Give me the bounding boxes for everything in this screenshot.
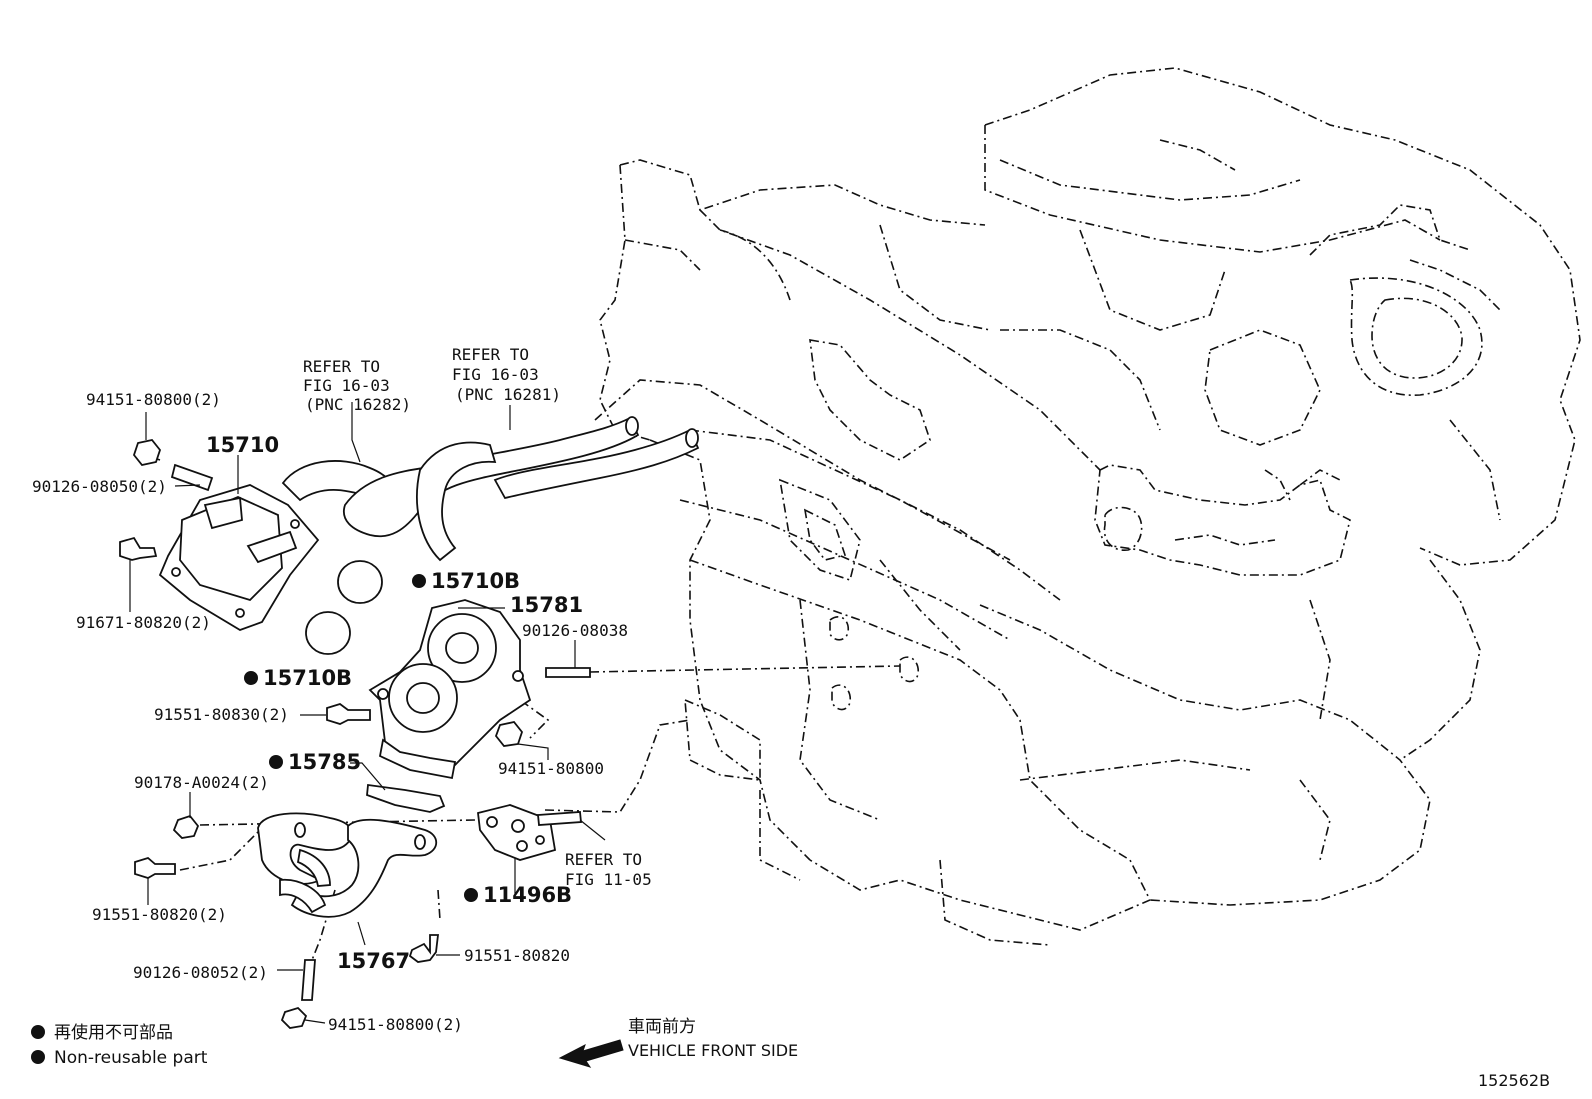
legend-jp: 再使用不可部品 [54, 1022, 173, 1043]
label-91551-80820-2: 91551-80820(2) [92, 905, 227, 924]
engine-outline [599, 67, 1581, 946]
label-94151-80800-2-bottom: 94151-80800(2) [328, 1015, 463, 1034]
non-reusable-dot-15785 [269, 755, 283, 769]
label-94151-80800-2-top: 94151-80800(2) [86, 390, 221, 409]
gasket-11496B [477, 804, 557, 861]
label-15767: 15767 [337, 949, 410, 973]
refer-16282-line2: FIG 16-03 [303, 376, 390, 395]
leader-lines [129, 402, 606, 1024]
refer-16282-line1: REFER TO [303, 357, 380, 376]
label-15710: 15710 [206, 433, 279, 457]
direction-jp: 車両前方 [628, 1017, 696, 1037]
oil-filter-bracket-15781 [368, 599, 532, 780]
non-reusable-dot-11496B [464, 888, 478, 902]
assembly-phantom-lines [144, 379, 1061, 961]
label-15710B-lower: 15710B [263, 666, 352, 690]
oil-pipe-15767 [257, 812, 438, 918]
legend-dot-en [31, 1050, 45, 1064]
non-reusable-dot-15710B-lower [244, 671, 258, 685]
refer-1105-line1: REFER TO [565, 850, 642, 869]
gaskets-15710B [305, 560, 383, 655]
label-11496B: 11496B [483, 883, 572, 907]
legend-en: Non-reusable part [54, 1048, 208, 1068]
front-arrow-icon [558, 1039, 624, 1068]
label-15785: 15785 [288, 750, 361, 774]
label-90126-08052-2: 90126-08052(2) [133, 963, 268, 982]
water-hoses [281, 416, 700, 562]
refer-16281-line2: FIG 16-03 [452, 365, 539, 384]
part-labels: REFER TO FIG 16-03 (PNC 16282) REFER TO … [32, 345, 652, 1034]
bolts-and-studs [119, 439, 591, 1029]
label-15710B-upper: 15710B [431, 569, 520, 593]
gasket-15785 [366, 783, 446, 813]
label-90126-08038: 90126-08038 [522, 621, 628, 640]
refer-16282-line3: (PNC 16282) [305, 395, 411, 414]
label-91551-80820: 91551-80820 [464, 946, 570, 965]
direction-en: VEHICLE FRONT SIDE [628, 1041, 798, 1060]
label-90178-A0024-2: 90178-A0024(2) [134, 773, 269, 792]
refer-16281-line3: (PNC 16281) [455, 385, 561, 404]
refer-16281-line1: REFER TO [452, 345, 529, 364]
legend-dot-jp [31, 1025, 45, 1039]
label-90126-08050-2: 90126-08050(2) [32, 477, 167, 496]
refer-1105-line2: FIG 11-05 [565, 870, 652, 889]
legend: 再使用不可部品 Non-reusable part [31, 1022, 208, 1068]
non-reusable-dot-15710B-upper [412, 574, 426, 588]
oil-cooler-15710 [158, 484, 320, 631]
figure-id: 152562B [1478, 1071, 1550, 1090]
label-94151-80800-mid: 94151-80800 [498, 759, 604, 778]
label-91671-80820-2: 91671-80820(2) [76, 613, 211, 632]
vehicle-front-indicator: 車両前方 VEHICLE FRONT SIDE [558, 1017, 798, 1068]
label-91551-80830-2: 91551-80830(2) [154, 705, 289, 724]
label-15781: 15781 [510, 593, 583, 617]
